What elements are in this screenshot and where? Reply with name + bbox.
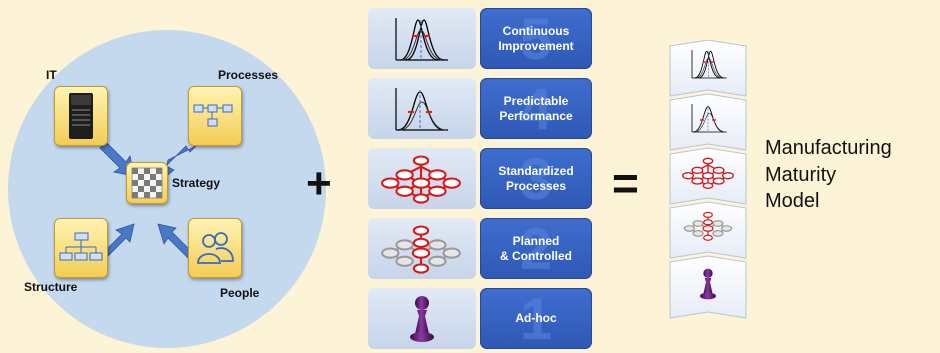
arrow-people [157,223,193,259]
label-it: IT [46,68,57,82]
red-process-network-icon [378,154,464,204]
level-5-label: 5 Continuous Improvement [480,8,592,69]
level-1-number: 1 [519,288,553,349]
level-4-image [368,78,476,139]
maturity-model-stack [669,40,747,319]
strategy-tile [126,162,168,204]
level-2-text: Planned & Controlled [500,233,572,263]
level-3-text: Standardized Processes [498,163,574,193]
level-3-image [368,148,476,209]
level-2-image [368,218,476,279]
distribution-curve-icon [390,84,450,134]
level-5-text: Continuous Improvement [498,23,574,53]
label-processes: Processes [218,68,279,82]
processes-tile [188,86,242,146]
level-2-number: 2 [519,218,553,279]
model-title: Manufacturing Maturity Model [765,135,892,215]
level-3-number: 3 [519,148,553,209]
flowchart-icon [193,104,233,127]
level-4-label: 4 Predictable Performance [480,78,592,139]
model-title-line-3: Model [765,190,820,213]
label-structure: Structure [24,280,78,294]
level-1-image [368,288,476,349]
level-5-number: 5 [519,8,553,69]
level-1-text: Ad-hoc [515,311,557,325]
model-title-line-2: Maturity [765,163,837,186]
label-people: People [220,286,260,300]
org-chart-icon [59,232,103,261]
pawn-icon [407,294,437,344]
arrow-processes [163,145,197,180]
label-strategy: Strategy [172,176,221,190]
narrow-distribution-icon [390,14,450,64]
level-4-text: Predictable Performance [499,93,573,123]
people-icon [197,232,234,264]
structure-tile [54,218,108,278]
grey-process-network-icon [378,224,464,274]
plus-sign: + [306,159,332,208]
chessboard-icon [131,167,163,199]
it-tile [54,86,108,146]
level-1-label: 1 Ad-hoc [480,288,592,349]
equals-sign: = [612,157,639,209]
arrow-it [99,141,135,177]
people-tile [188,218,242,278]
level-4-number: 4 [519,78,553,139]
server-icon [69,93,93,139]
level-2-label: 2 Planned & Controlled [480,218,592,279]
level-5-image [368,8,476,69]
level-3-label: 3 Standardized Processes [480,148,592,209]
model-title-line-1: Manufacturing [765,137,892,159]
